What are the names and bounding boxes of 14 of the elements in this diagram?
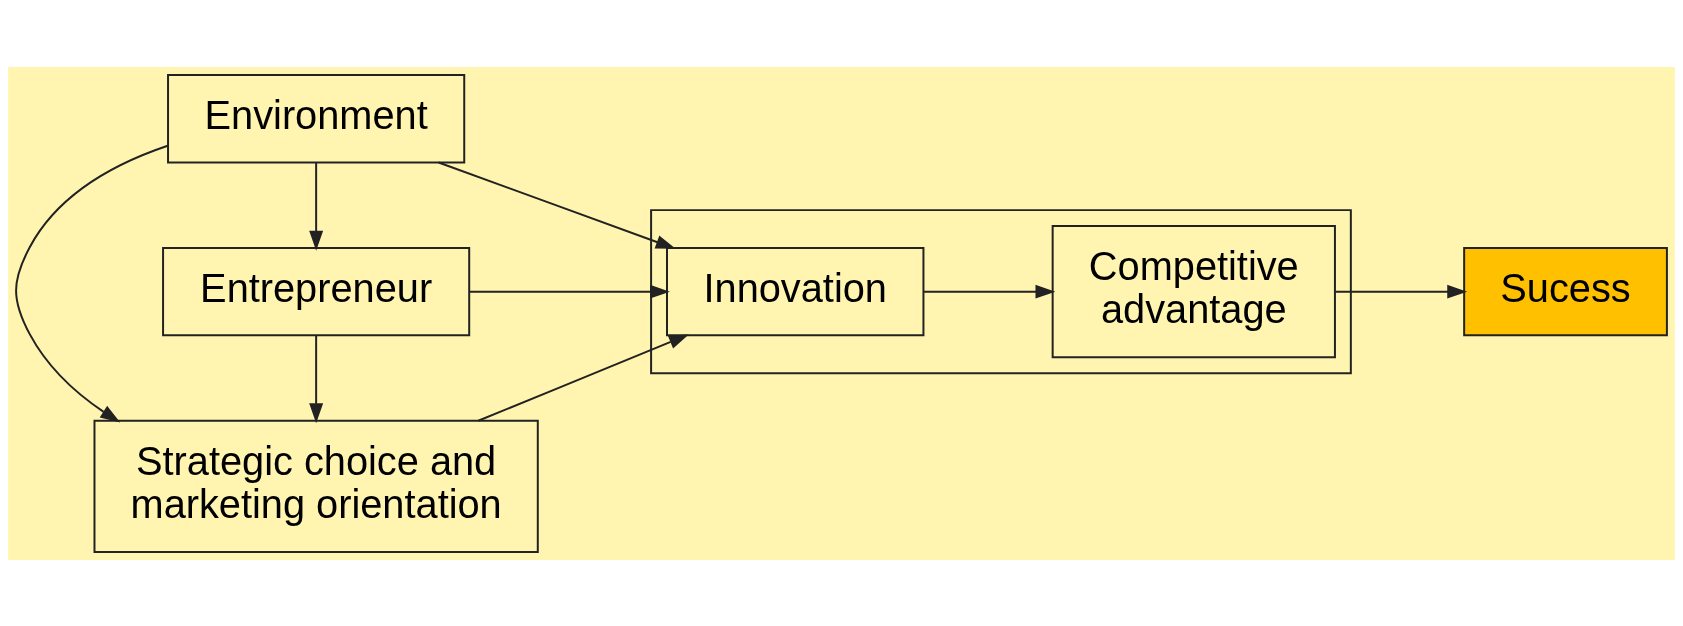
node-box: Environment: [167, 73, 466, 163]
arrow: [468, 284, 670, 299]
arrow: [309, 334, 324, 423]
node-box: Entrepreneur: [162, 246, 471, 336]
arrow: [477, 333, 689, 422]
node-box: Sucess: [1463, 246, 1668, 336]
node-box: Competitive advantage: [1051, 224, 1336, 358]
arrow: [1334, 284, 1468, 299]
node-box: Innovation: [666, 246, 925, 336]
arrow: [922, 284, 1056, 299]
node-box: Strategic choice and marketing orientation: [93, 419, 539, 553]
arrow: [437, 161, 676, 249]
arrow: [15, 144, 169, 422]
arrow: [309, 161, 324, 251]
